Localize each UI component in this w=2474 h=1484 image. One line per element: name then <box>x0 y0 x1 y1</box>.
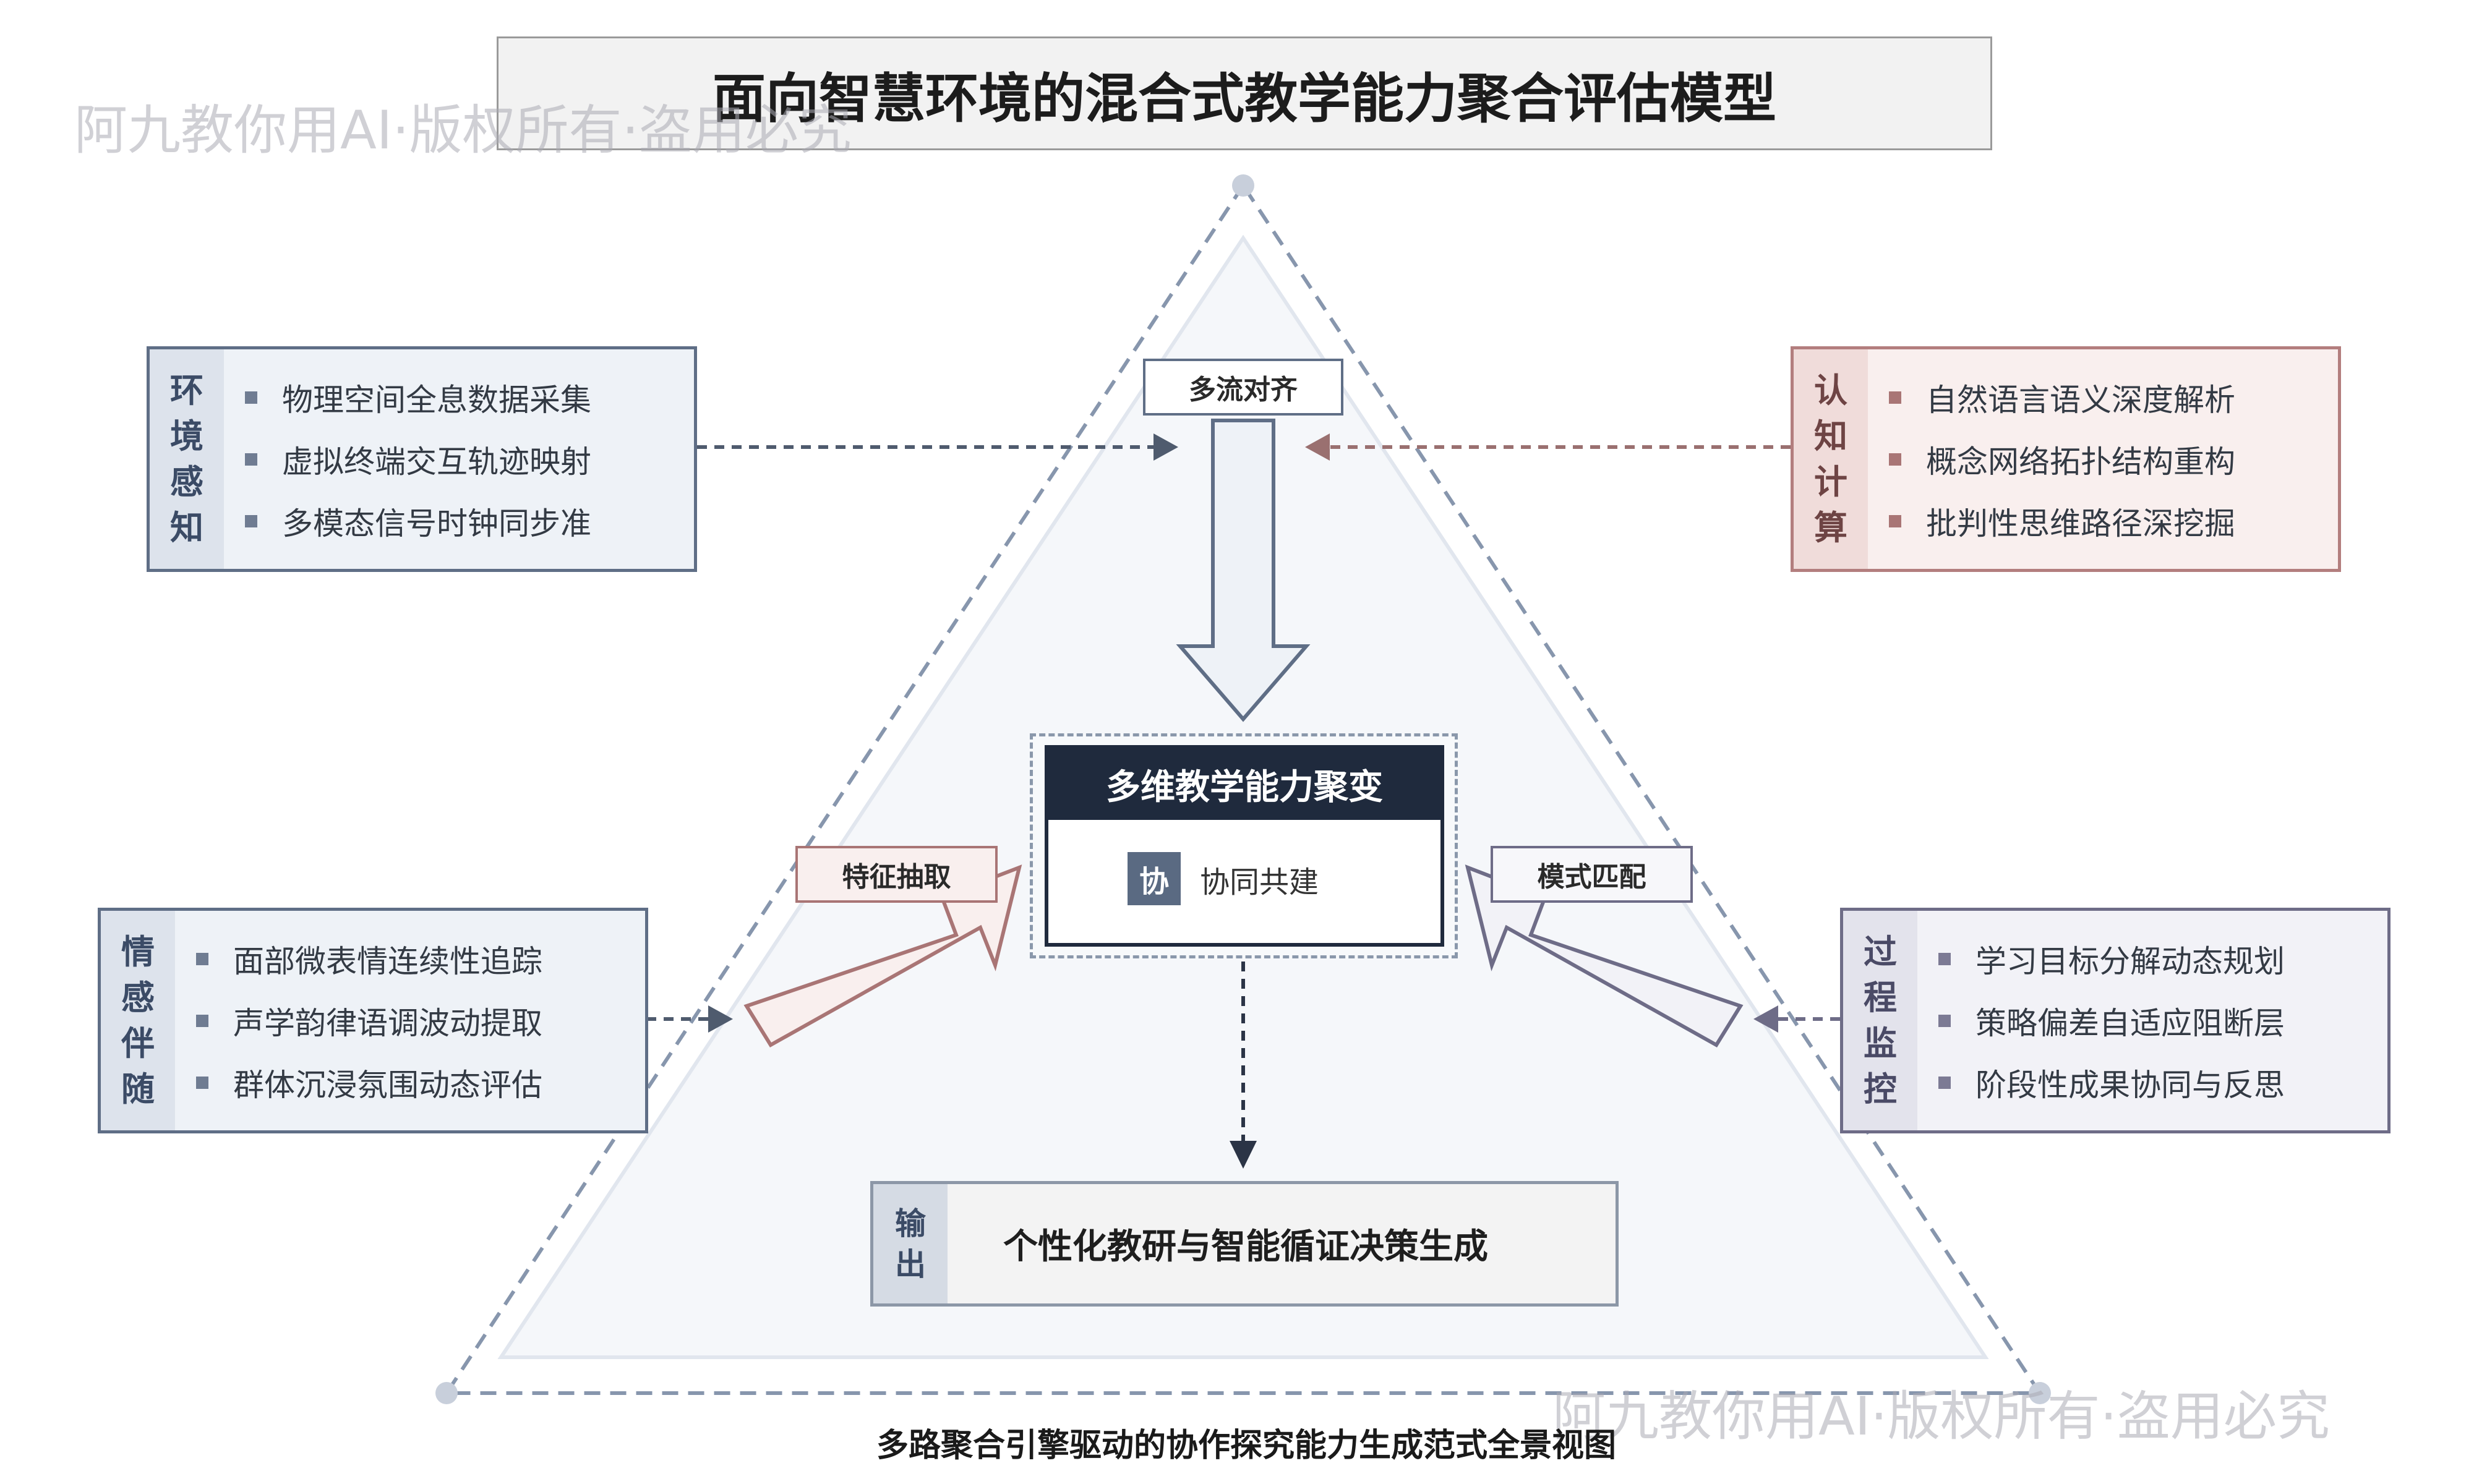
watermark-bottom: 阿九教你用AI·版权所有·盗用必究 <box>1552 1386 2330 1448</box>
bullet-icon <box>196 1076 208 1089</box>
output-side: 输 出 <box>873 1184 948 1303</box>
card-emotion-side: 情 感 伴 随 <box>101 911 175 1130</box>
output-side-char: 输 <box>895 1205 926 1242</box>
output-text: 个性化教研与智能循证决策生成 <box>1003 1227 1488 1267</box>
collaboration-icon: 协 <box>1128 852 1181 905</box>
vertex-dot-left <box>435 1382 458 1404</box>
card-cognitive-item: 批判性思维路径深挖掘 <box>1889 490 2338 552</box>
card-process-char: 过 <box>1864 932 1897 971</box>
converge-arrow <box>1176 419 1311 722</box>
card-environment-perception: 环 境 感 知 物理空间全息数据采集 虚拟终端交互轨迹映射 多模态信号时钟同步准 <box>147 346 697 572</box>
diagram-caption: 多路聚合引擎驱动的协作探究能力生成范式全景视图 <box>876 1426 1616 1464</box>
bullet-icon <box>245 514 257 527</box>
card-env-item: 物理空间全息数据采集 <box>245 367 694 429</box>
card-cognitive-side: 认 知 计 算 <box>1794 349 1868 569</box>
feature-extract-arrow <box>743 864 1022 1048</box>
diagram-title: 面向智慧环境的混合式教学能力聚合评估模型 <box>497 36 1992 150</box>
card-env-side: 环 境 感 知 <box>150 349 224 569</box>
bullet-icon <box>1938 1014 1951 1027</box>
card-emotion-char: 感 <box>121 978 155 1017</box>
pattern-match-arrow <box>1465 864 1744 1048</box>
connector-env-arrowhead <box>1154 433 1178 461</box>
card-emotion-char: 随 <box>121 1069 155 1109</box>
card-process-item: 学习目标分解动态规划 <box>1938 928 2387 990</box>
card-emotion-item: 面部微表情连续性追踪 <box>196 928 645 990</box>
card-process-side: 过 程 监 控 <box>1843 911 1917 1130</box>
card-emotion-item: 群体沉浸氛围动态评估 <box>196 1052 645 1114</box>
label-feature-extraction: 特征抽取 <box>795 846 998 903</box>
label-multi-stream-alignment: 多流对齐 <box>1143 359 1343 416</box>
bullet-icon <box>1889 391 1901 404</box>
bullet-icon <box>245 453 257 466</box>
card-emotion-char: 伴 <box>121 1023 155 1063</box>
vertex-dot-right <box>2029 1382 2051 1404</box>
card-cognitive-char: 计 <box>1814 462 1847 501</box>
connector-process-arrowhead <box>1753 1005 1778 1033</box>
connector-emotion-arrowhead <box>708 1005 733 1033</box>
core-text: 协同共建 <box>1200 865 1319 900</box>
card-cognitive-char: 认 <box>1814 370 1847 410</box>
vertex-dot-top <box>1232 174 1254 197</box>
label-pattern-matching: 模式匹配 <box>1491 846 1693 903</box>
bullet-icon <box>196 952 208 965</box>
card-env-char: 境 <box>170 416 203 456</box>
outer-dashed-triangle <box>443 182 2044 1395</box>
card-emotional-companionship: 情 感 伴 随 面部微表情连续性追踪 声学韵律语调波动提取 群体沉浸氛围动态评估 <box>98 908 648 1133</box>
card-env-char: 知 <box>170 508 203 547</box>
card-cognitive-computing: 认 知 计 算 自然语言语义深度解析 概念网络拓扑结构重构 批判性思维路径深挖掘 <box>1791 346 2341 572</box>
card-cognitive-char: 知 <box>1814 416 1847 456</box>
output-box: 输 出 个性化教研与智能循证决策生成 <box>870 1181 1619 1307</box>
card-env-item: 虚拟终端交互轨迹映射 <box>245 429 694 490</box>
bullet-icon <box>245 391 257 404</box>
card-process-char: 监 <box>1864 1023 1897 1063</box>
connector-output-arrowhead <box>1230 1141 1257 1169</box>
card-env-item: 多模态信号时钟同步准 <box>245 490 694 552</box>
card-cognitive-char: 算 <box>1814 508 1847 547</box>
bullet-icon <box>1889 453 1901 466</box>
card-emotion-item: 声学韵律语调波动提取 <box>196 990 645 1052</box>
card-env-char: 环 <box>170 370 203 410</box>
card-process-char: 控 <box>1864 1069 1897 1109</box>
connector-cognitive-arrowhead <box>1305 433 1330 461</box>
output-side-char: 出 <box>895 1246 926 1282</box>
bullet-icon <box>1889 514 1901 527</box>
bullet-icon <box>1938 952 1951 965</box>
core-header: 多维教学能力聚变 <box>1048 749 1440 820</box>
card-cognitive-item: 自然语言语义深度解析 <box>1889 367 2338 429</box>
card-emotion-char: 情 <box>121 932 155 971</box>
watermark-top: 阿九教你用AI·版权所有·盗用必究 <box>74 100 852 161</box>
bullet-icon <box>196 1014 208 1027</box>
card-process-char: 程 <box>1864 978 1897 1017</box>
card-cognitive-item: 概念网络拓扑结构重构 <box>1889 429 2338 490</box>
bullet-icon <box>1938 1076 1951 1089</box>
card-process-item: 阶段性成果协同与反思 <box>1938 1052 2387 1114</box>
card-env-char: 感 <box>170 462 203 501</box>
card-process-monitoring: 过 程 监 控 学习目标分解动态规划 策略偏差自适应阻断层 阶段性成果协同与反思 <box>1840 908 2391 1133</box>
card-process-item: 策略偏差自适应阻断层 <box>1938 990 2387 1052</box>
